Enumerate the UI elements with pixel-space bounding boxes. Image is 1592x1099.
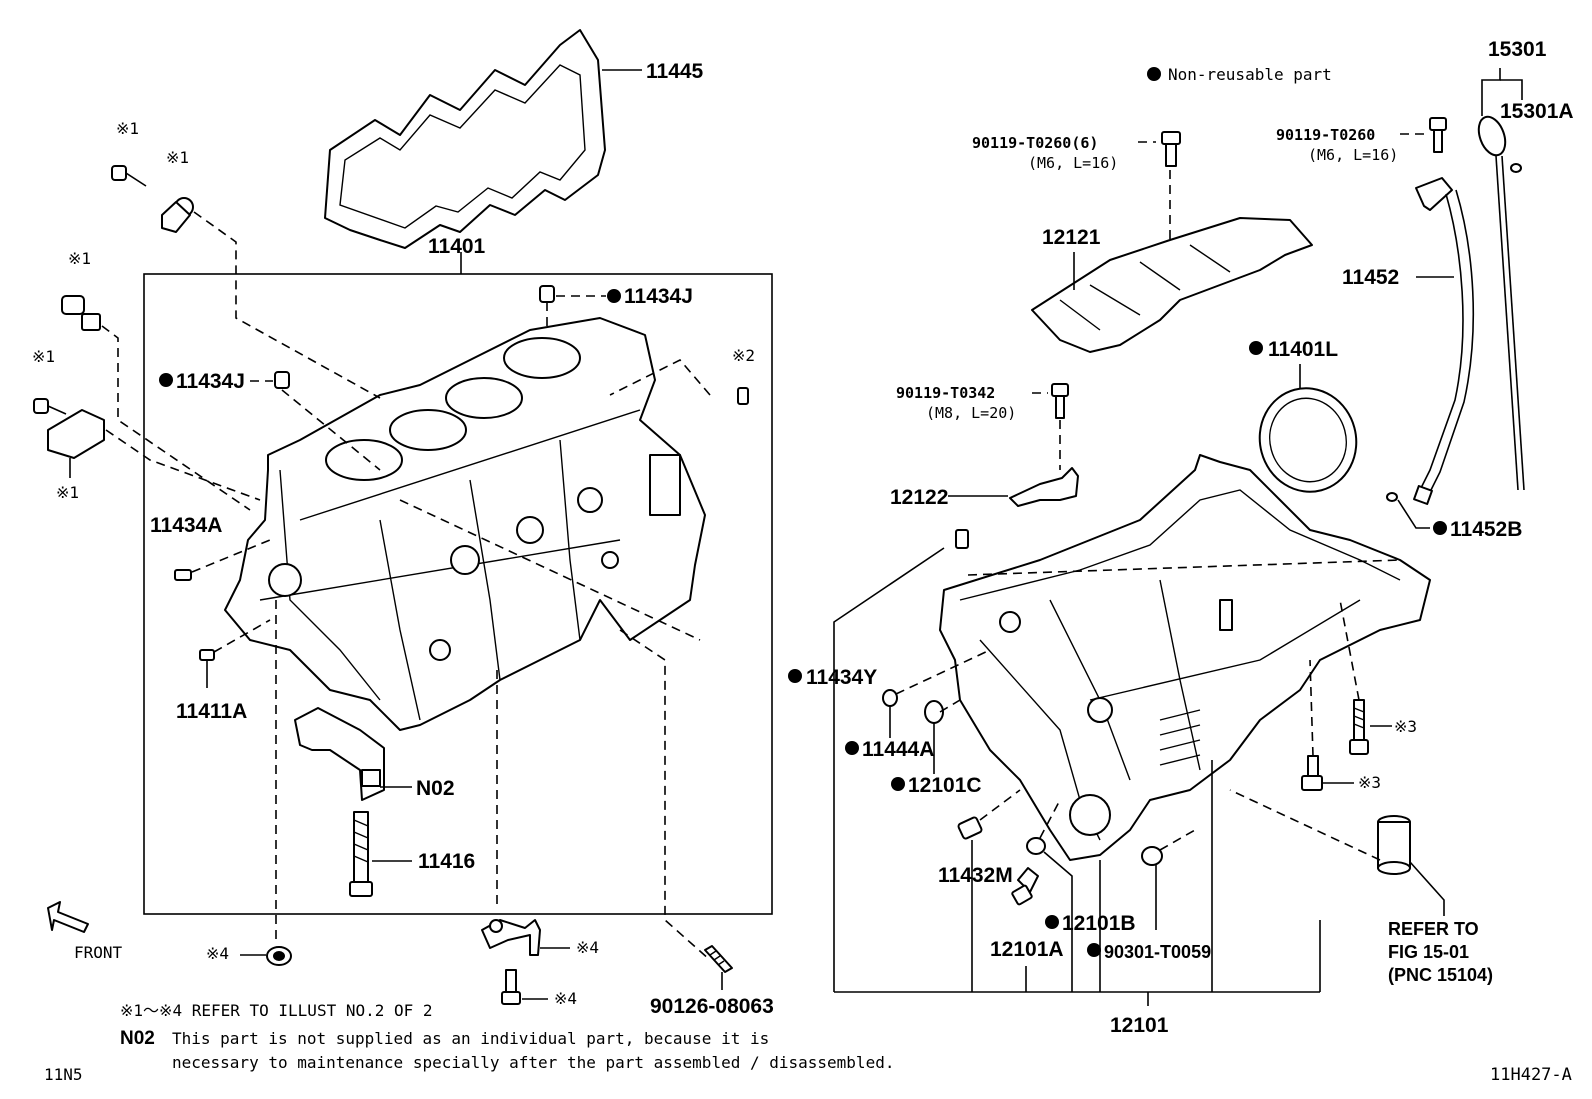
- bolt-90119-T0260: [1429, 117, 1447, 153]
- head-gasket-11445: [324, 29, 606, 249]
- spec-90119-T0342: (M8, L=20): [926, 404, 1016, 422]
- note-n02-tag: N02: [120, 1028, 155, 1049]
- ref3b-label: ※3: [1358, 773, 1381, 792]
- label-11434J-top[interactable]: 11434J: [624, 285, 693, 308]
- ref1b-label: ※1: [166, 148, 189, 167]
- bolt-ref1d: [33, 398, 67, 415]
- label-90119-T0342[interactable]: 90119-T0342: [896, 384, 995, 402]
- pin-11434A: [174, 569, 192, 581]
- oil-seal-11401L: [1258, 387, 1358, 493]
- ref3a-label: ※3: [1394, 717, 1417, 736]
- bracket-ref1e: [47, 409, 105, 459]
- dipstick-15301: [1477, 115, 1525, 491]
- ref1d-label: ※1: [32, 347, 55, 366]
- ref1a-label: ※1: [116, 119, 139, 138]
- label-11452[interactable]: 11452: [1342, 266, 1399, 289]
- label-11434Y[interactable]: 11434Y: [806, 666, 877, 689]
- label-12121[interactable]: 12121: [1042, 226, 1101, 249]
- pin-11411A: [199, 649, 215, 661]
- label-12101B[interactable]: 12101B: [1062, 912, 1136, 935]
- pin-11434J-left: [274, 371, 290, 389]
- label-12101C[interactable]: 12101C: [908, 774, 982, 797]
- label-11452B[interactable]: 11452B: [1450, 518, 1522, 541]
- bolt-90119-T0260-6: [1161, 131, 1181, 167]
- bolt-ref1a: [111, 165, 147, 187]
- bracket-12122: [1009, 467, 1079, 507]
- note-refer-line: ※1～※4 REFER TO ILLUST NO.2 OF 2: [120, 1001, 433, 1020]
- cylinder-block-frame: [143, 273, 773, 915]
- label-11444A[interactable]: 11444A: [862, 738, 934, 761]
- plug-11432M: [957, 816, 983, 840]
- o-ring-11452B: [1386, 492, 1398, 502]
- corner-code-left: 11N5: [44, 1065, 83, 1084]
- note-n02-line1: This part is not supplied as an individu…: [172, 1029, 769, 1048]
- label-12101[interactable]: 12101: [1110, 1014, 1169, 1037]
- front-arrow-icon: [47, 901, 89, 933]
- label-11401L[interactable]: 11401L: [1268, 338, 1338, 361]
- legend-non-reusable: Non-reusable part: [1168, 65, 1332, 84]
- label-90119-T0260-6[interactable]: 90119-T0260(6): [972, 134, 1098, 152]
- label-11432M[interactable]: 11432M: [938, 864, 1013, 887]
- front-label: FRONT: [74, 943, 123, 962]
- ref4b-label: ※4: [576, 938, 599, 957]
- label-90119-T0260[interactable]: 90119-T0260: [1276, 126, 1375, 144]
- bolt-ref3b: [1301, 755, 1323, 791]
- ref1c-label: ※1: [68, 249, 91, 268]
- label-12101A[interactable]: 12101A: [990, 938, 1064, 961]
- ref4c-label: ※4: [554, 989, 577, 1008]
- label-15301[interactable]: 15301: [1488, 38, 1547, 61]
- oil-filter-stub: [1377, 815, 1411, 875]
- baffle-plate-12121: [1031, 217, 1313, 353]
- label-15301A[interactable]: 15301A: [1500, 100, 1574, 123]
- oil-pressure-sensor: [61, 295, 101, 331]
- oil-jet-ref4b: [481, 919, 541, 956]
- bolt-90119-T0342: [1051, 383, 1069, 419]
- ref1e-label: ※1: [56, 483, 79, 502]
- label-11434J-left[interactable]: 11434J: [176, 370, 245, 393]
- note-n02-line2: necessary to maintenance specially after…: [172, 1053, 894, 1072]
- bolt-ref4c: [501, 969, 521, 1005]
- gasket-12101B: [1026, 837, 1046, 855]
- label-11445[interactable]: 11445: [646, 60, 704, 83]
- spec-90119-T0260-6: (M6, L=16): [1028, 154, 1118, 172]
- refer-line-2: FIG 15-01: [1388, 942, 1469, 962]
- guide-tube-11452: [1413, 177, 1475, 505]
- knock-sensor: [161, 197, 194, 233]
- bolt-ref3a: [1349, 699, 1369, 755]
- refer-line-3: (PNC 15104): [1388, 965, 1493, 985]
- o-ring-15301A: [1510, 163, 1522, 173]
- ring-90301: [1141, 846, 1163, 866]
- nut-ref4a: [266, 946, 292, 966]
- label-11416[interactable]: 11416: [418, 850, 475, 873]
- refer-line-1: REFER TO: [1388, 919, 1479, 939]
- label-90301[interactable]: 90301-T0059: [1104, 942, 1211, 962]
- corner-code-right: 11H427-A: [1490, 1065, 1572, 1085]
- ring-11444A: [882, 689, 898, 707]
- label-11401[interactable]: 11401: [428, 235, 486, 258]
- ref4a-label: ※4: [206, 944, 229, 963]
- spec-90119-T0260: (M6, L=16): [1308, 146, 1398, 164]
- cylinder-block-11401: [224, 317, 706, 731]
- bolt-11416: [349, 811, 373, 897]
- label-N02[interactable]: N02: [416, 777, 455, 800]
- stud-90126: [704, 945, 733, 973]
- pin-11434J-top: [539, 285, 555, 303]
- label-90126[interactable]: 90126-08063: [650, 995, 774, 1018]
- label-11434A[interactable]: 11434A: [150, 514, 222, 537]
- ref2-label: ※2: [732, 346, 755, 365]
- label-12122[interactable]: 12122: [890, 486, 948, 509]
- label-11411A[interactable]: 11411A: [176, 700, 247, 723]
- bearing-cap-N02: [294, 707, 385, 801]
- plug-12101A: [1011, 867, 1039, 906]
- pin-11434Y: [955, 529, 969, 549]
- oil-pan-12101: [939, 454, 1431, 861]
